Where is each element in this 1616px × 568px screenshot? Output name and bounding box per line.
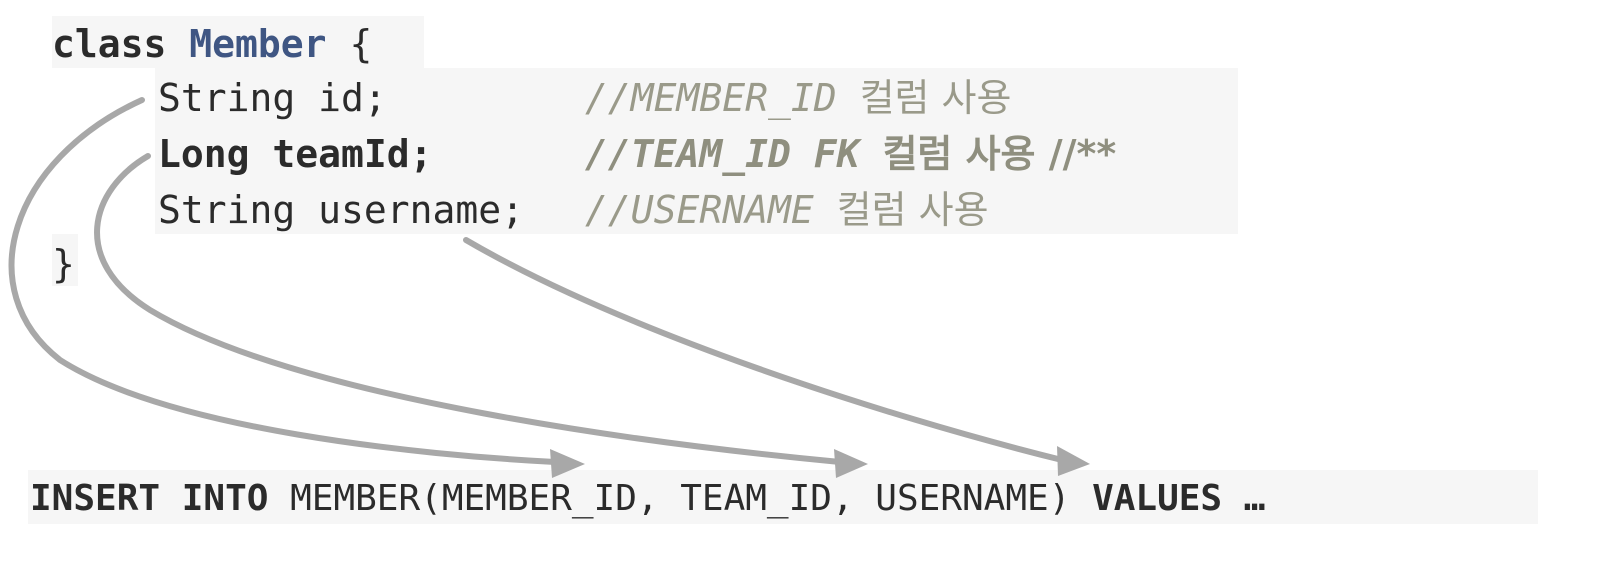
sql-bg xyxy=(28,470,1538,524)
field-comment-teamid: //TEAM_ID FK 컬럼 사용 //** xyxy=(585,126,1116,182)
arrow-head-icon xyxy=(550,449,585,478)
code-bg-fields xyxy=(155,68,1238,234)
close-brace-line: } xyxy=(52,236,75,292)
sql-values: VALUES … xyxy=(1092,478,1266,519)
field-declaration: String id; xyxy=(158,76,387,120)
field-comment-username: //USERNAME 컬럼 사용 xyxy=(585,182,989,238)
field-declaration: String username; xyxy=(158,188,525,232)
arrow-head-icon xyxy=(834,449,868,478)
sql-statement: INSERT INTO MEMBER(MEMBER_ID, TEAM_ID, U… xyxy=(30,472,1265,526)
code-bg-close xyxy=(52,234,78,286)
field-comment-prefix: //USERNAME xyxy=(585,188,814,232)
arrow-head-icon xyxy=(1057,446,1090,476)
field-comment-suffix: 컬럼 사용 xyxy=(836,188,989,232)
sql-table-columns: MEMBER(MEMBER_ID, TEAM_ID, USERNAME) xyxy=(290,478,1071,519)
class-declaration-line: class Member { xyxy=(52,16,372,72)
field-declaration: Long teamId; xyxy=(158,132,433,176)
class-keyword: class xyxy=(52,22,167,66)
class-name: Member xyxy=(189,22,327,66)
field-line-teamid: Long teamId; xyxy=(158,126,433,182)
field-line-username: String username; xyxy=(158,182,524,238)
code-bg-line-1 xyxy=(52,16,424,68)
open-brace: { xyxy=(349,22,373,66)
field-comment-id: //MEMBER_ID 컬럼 사용 xyxy=(585,70,1011,126)
field-comment-suffix: 컬럼 사용 xyxy=(859,76,1012,120)
field-line-id: String id; xyxy=(158,70,387,126)
sql-insert-into: INSERT INTO xyxy=(30,478,269,519)
field-comment-suffix: 컬럼 사용 //** xyxy=(882,132,1117,176)
arrow-id-to-member-id xyxy=(8,97,558,465)
field-comment-prefix: //TEAM_ID FK xyxy=(585,132,860,176)
arrow-teamid-to-team-id xyxy=(94,153,843,465)
close-brace: } xyxy=(52,242,75,286)
field-comment-prefix: //MEMBER_ID xyxy=(585,76,837,120)
arrow-username-to-username xyxy=(463,237,1065,463)
